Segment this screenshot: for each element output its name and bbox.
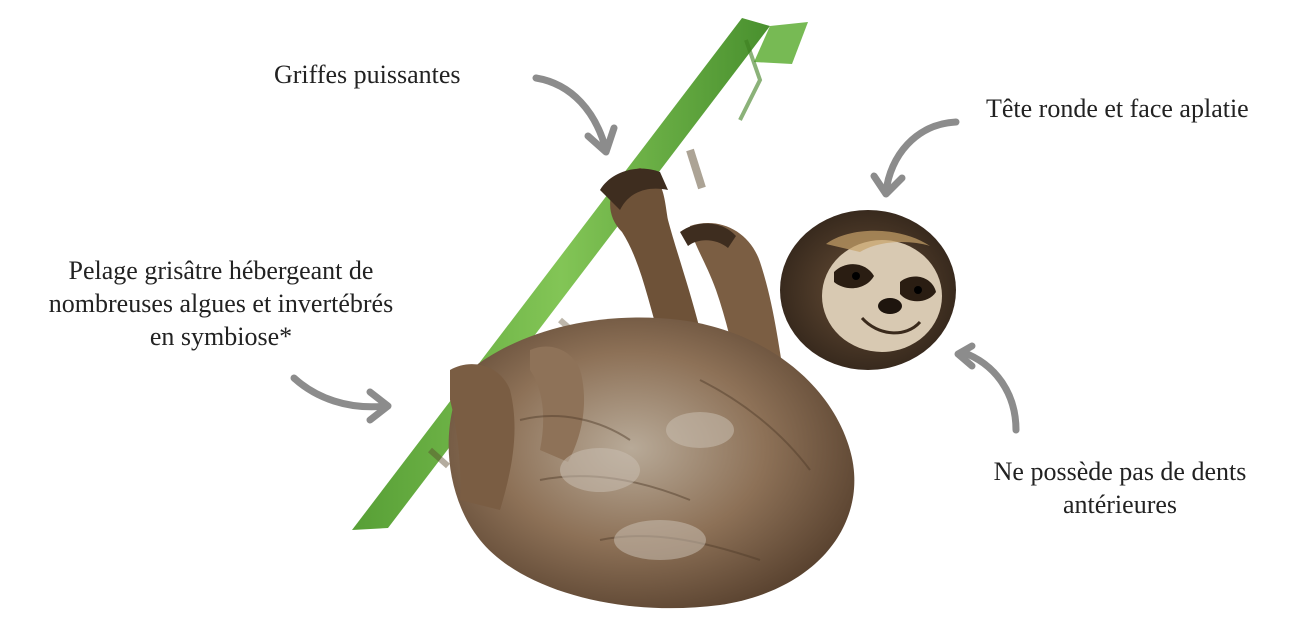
label-round-head: Tête ronde et face aplatie xyxy=(986,92,1249,125)
arrow-claws-icon xyxy=(536,78,614,152)
label-no-front-teeth: Ne possède pas de dents antérieures xyxy=(960,455,1280,521)
label-line: Pelage grisâtre hébergeant de xyxy=(6,254,436,287)
sloth-head xyxy=(780,210,956,370)
arrow-teeth-icon xyxy=(958,346,1016,430)
label-text: Griffes puissantes xyxy=(274,58,461,91)
label-line: en symbiose* xyxy=(6,320,436,353)
label-powerful-claws: Griffes puissantes xyxy=(274,58,461,91)
arrow-head-icon xyxy=(874,122,956,194)
arrow-fur-icon xyxy=(294,378,388,420)
label-line: nombreuses algues et invertébrés xyxy=(6,287,436,320)
label-text: Tête ronde et face aplatie xyxy=(986,92,1249,125)
sloth-body xyxy=(449,168,855,608)
label-line: Ne possède pas de dents xyxy=(960,455,1280,488)
label-line: antérieures xyxy=(960,488,1280,521)
label-greyish-fur: Pelage grisâtre hébergeant de nombreuses… xyxy=(6,254,436,353)
